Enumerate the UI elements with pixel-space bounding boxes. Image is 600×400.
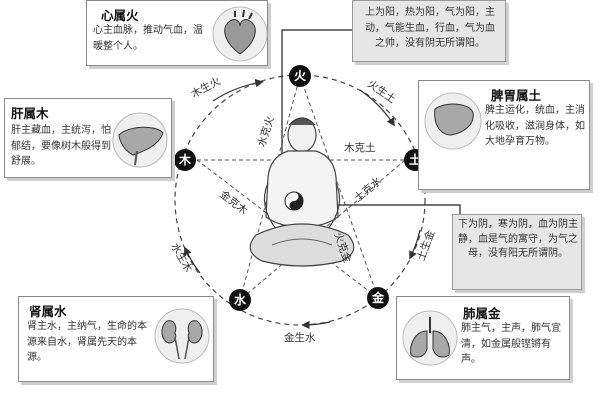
yin-callout-line bbox=[305, 204, 461, 215]
arrow-earth-to-metal bbox=[409, 229, 421, 260]
stomach-organ-icon bbox=[424, 92, 482, 150]
meditating-figure-illustration bbox=[249, 117, 355, 267]
yang-note-box: 上为阳，热为阳，气为阳，主动，气能生血，行血，气为血之帅，没有阴无所谓阳。 bbox=[352, 0, 506, 62]
label-metal-gen-water: 金生水 bbox=[284, 332, 316, 344]
kidney-water-box: 肾属水 肾主水，主纳气，生命的本源来自水，肾属先天的本源。 bbox=[18, 296, 214, 382]
kidney-title: 肾属水 bbox=[29, 304, 67, 319]
arrow-water-to-wood bbox=[183, 246, 201, 274]
metal-node: 金 bbox=[367, 287, 389, 309]
yang-note-text: 上为阳，热为阳，气为阳，主动，气能生血，行血，气为血之帅，没有阴无所谓阳。 bbox=[365, 7, 495, 49]
yang-callout-line bbox=[281, 29, 353, 195]
liver-title: 肝属木 bbox=[11, 106, 49, 121]
lung-title: 肺属金 bbox=[463, 306, 501, 321]
figure-torso bbox=[265, 150, 339, 228]
lung-organ-icon bbox=[402, 310, 458, 366]
yin-note-text: 下为阴，寒为阴，血为阴主静，血是气的寓守，为气之母，没有阳无所谓阴。 bbox=[458, 219, 578, 259]
liver-organ-icon bbox=[112, 112, 168, 168]
heart-fire-box: 心属火 心主血脉，推动气血，温暖整个人。 bbox=[86, 0, 268, 66]
water-node: 水 bbox=[229, 289, 251, 311]
lung-metal-box: 肺属金 肺主气，主声，肺气宜清，如金属般铿锵有声。 bbox=[396, 296, 570, 380]
yin-note-box: 下为阴，寒为阴，血为阴主静，血是气的寓守，为气之母，没有阳无所谓阴。 bbox=[452, 214, 582, 290]
lung-desc: 肺主气，主声，肺气宜清，如金属般铿锵有声。 bbox=[461, 323, 561, 365]
arrow-fire-to-earth bbox=[359, 89, 395, 127]
arrow-wood-to-fire bbox=[212, 78, 264, 102]
fire-node: 火 bbox=[289, 65, 311, 87]
kidney-desc: 肾主水，主纳气，生命的本源来自水，肾属先天的本源。 bbox=[27, 321, 147, 363]
kidney-organ-icon bbox=[154, 308, 210, 364]
yin-yang-icon bbox=[284, 191, 304, 211]
spleen-desc: 脾主运化，统血，主消化吸收，滋润身体，如大地孕育万物。 bbox=[485, 105, 585, 147]
star-fire-metal bbox=[299, 75, 379, 299]
liver-wood-box: 肝属木 肝主藏血，主统泻，怕郁结，要像树木般得到舒展。 bbox=[4, 98, 172, 178]
liver-desc: 肝主藏血，主统泻，怕郁结，要像树木般得到舒展。 bbox=[11, 125, 111, 167]
label-wood-over-earth: 木克土 bbox=[344, 142, 376, 154]
heart-desc: 心主血脉，推动气血，温暖整个人。 bbox=[93, 25, 203, 52]
arrow-metal-to-water bbox=[301, 320, 331, 330]
spleen-title: 脾胃属土 bbox=[491, 88, 542, 103]
heart-organ-icon bbox=[212, 6, 268, 62]
spleen-earth-box: 脾胃属土 脾主运化，统血，主消化吸收，滋润身体，如大地孕育万物。 bbox=[418, 80, 590, 190]
wood-node: 木 bbox=[174, 149, 196, 171]
heart-title: 心属火 bbox=[101, 8, 139, 23]
figure-legs bbox=[249, 223, 355, 267]
